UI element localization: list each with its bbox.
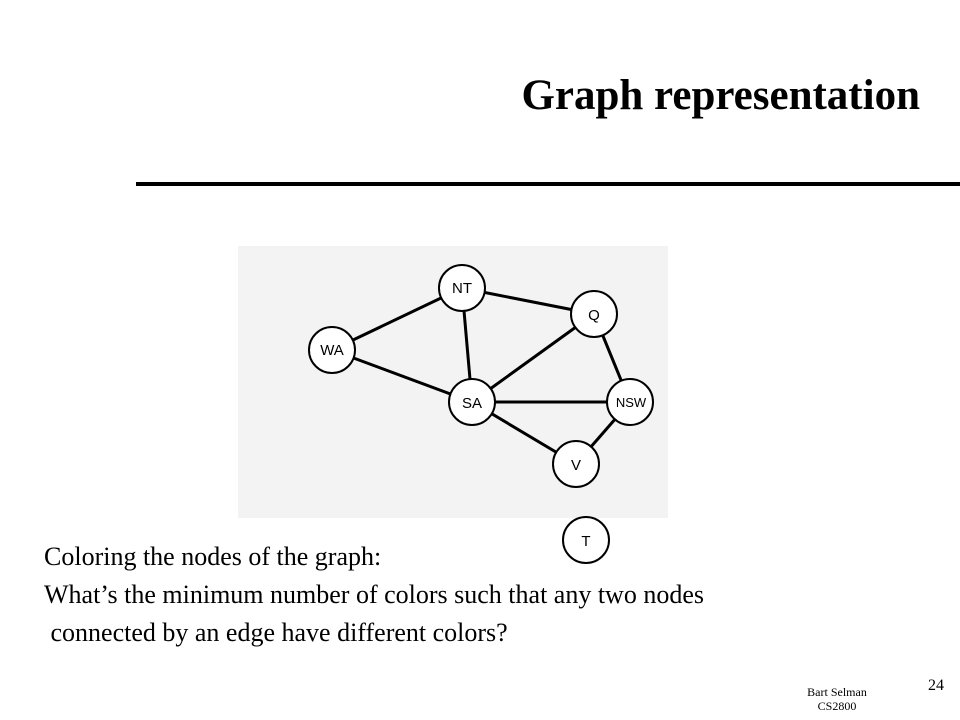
author-name: Bart Selman: [807, 685, 867, 699]
node-nt: NT: [438, 264, 486, 312]
edge-q-sa: [471, 312, 595, 404]
node-label-v: V: [571, 457, 581, 474]
question-text: Coloring the nodes of the graph: What’s …: [44, 538, 924, 652]
page-number: 24: [928, 677, 944, 694]
question-line-1: Coloring the nodes of the graph:: [44, 542, 382, 571]
title-underline: [136, 182, 960, 186]
node-label-nsw: NSW: [616, 395, 647, 410]
node-sa: SA: [448, 378, 496, 426]
node-nsw: NSW: [606, 378, 654, 426]
node-v: V: [552, 440, 600, 488]
node-label-nt: NT: [452, 280, 472, 297]
question-line-2: What’s the minimum number of colors such…: [44, 580, 704, 609]
footer-credit: Bart Selman CS2800: [792, 685, 882, 713]
node-label-sa: SA: [462, 395, 482, 412]
course-code: CS2800: [817, 699, 857, 713]
node-t: T: [562, 516, 610, 564]
node-wa: WA: [308, 326, 356, 374]
edge-wa-nt: [331, 286, 463, 352]
slide-title: Graph representation: [521, 72, 920, 119]
question-line-3: connected by an edge have different colo…: [44, 618, 508, 647]
node-label-t: T: [581, 533, 590, 550]
node-label-q: Q: [588, 307, 600, 324]
node-label-wa: WA: [320, 342, 344, 359]
edge-wa-sa: [331, 348, 473, 404]
node-q: Q: [570, 290, 618, 338]
